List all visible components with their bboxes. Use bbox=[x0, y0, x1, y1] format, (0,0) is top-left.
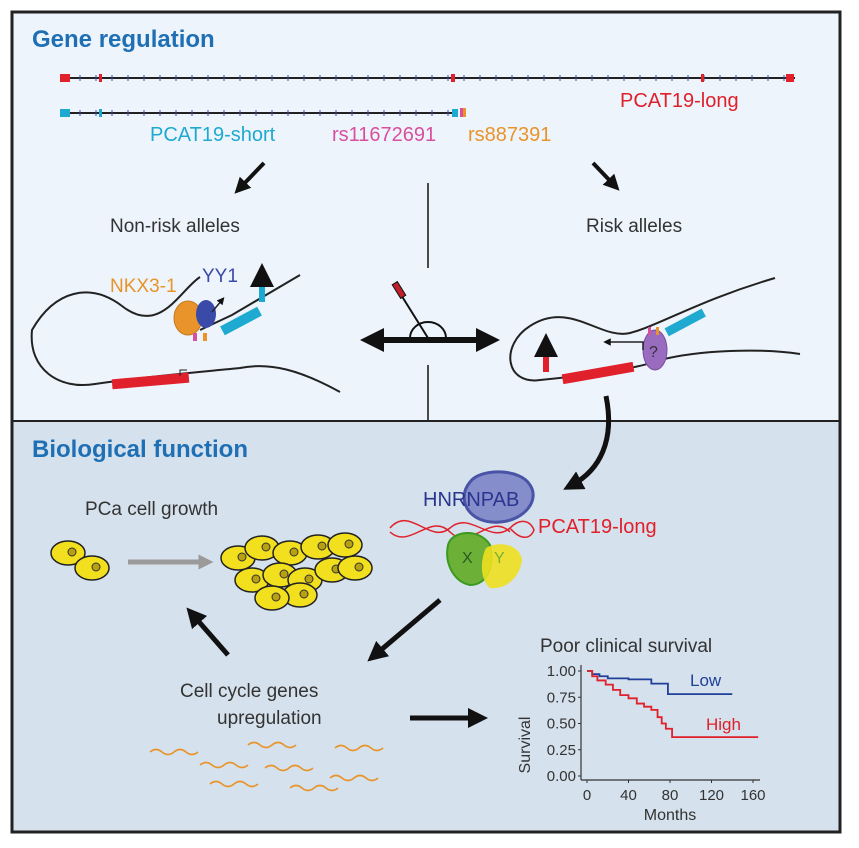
cell-icon bbox=[254, 585, 290, 611]
arrow-to-non-risk-icon bbox=[234, 161, 266, 194]
series-label-high: High bbox=[706, 715, 741, 734]
risk-chromatin-loop bbox=[509, 277, 801, 385]
pcat19-short-gene-icon bbox=[220, 306, 262, 336]
transcripts-icon bbox=[149, 741, 384, 792]
x-tick-label: 160 bbox=[740, 787, 765, 804]
non-risk-alleles-label: Non-risk alleles bbox=[110, 216, 240, 237]
cell-cycle-label-line2: upregulation bbox=[217, 708, 322, 729]
x-tick-label: 40 bbox=[620, 787, 637, 804]
cell-icon bbox=[337, 555, 373, 581]
pcat19-short-label: PCAT19-short bbox=[150, 124, 276, 146]
y-tick-label: 0.25 bbox=[547, 742, 576, 759]
y-tick-label: 0.75 bbox=[547, 689, 576, 706]
x-tick-label: 120 bbox=[699, 787, 724, 804]
protein-y-icon bbox=[481, 544, 522, 589]
pcat19-long-complex-label: PCAT19-long bbox=[538, 516, 657, 538]
outer-border bbox=[10, 10, 842, 834]
section-title-biological-function: Biological function bbox=[32, 436, 248, 463]
cell-cycle-label-line1: Cell cycle genes bbox=[180, 681, 318, 702]
cell-icon bbox=[74, 555, 110, 581]
pcat19-long-rna-icon bbox=[389, 520, 535, 539]
cell-icon bbox=[50, 540, 86, 566]
yy1-label: YY1 bbox=[202, 266, 238, 287]
y-label: Y bbox=[494, 550, 505, 567]
arrow-to-complex-icon bbox=[563, 395, 612, 490]
cell-icon bbox=[327, 532, 363, 558]
pcat19-long-gene-risk-icon bbox=[561, 361, 635, 385]
biological-function-panel bbox=[12, 421, 840, 832]
hnrnpab-label: HNRNPAB bbox=[423, 489, 519, 511]
x-tick-label: 80 bbox=[662, 787, 679, 804]
x-label: X bbox=[462, 550, 473, 567]
allele-switch-icon bbox=[360, 280, 500, 352]
snp-rs11672691-label: rs11672691 bbox=[332, 124, 436, 146]
survival-curve-high bbox=[587, 670, 759, 739]
y-tick-label: 0.00 bbox=[547, 768, 576, 785]
arrow-to-risk-icon bbox=[591, 161, 620, 191]
survival-curve-low bbox=[587, 670, 733, 695]
series-label-low: Low bbox=[690, 671, 722, 690]
cancer-cells bbox=[50, 532, 373, 611]
arrow-to-growth-icon bbox=[186, 607, 230, 657]
cell-icon bbox=[282, 582, 318, 608]
survival-chart: Poor clinical survival Survival Months 1… bbox=[517, 636, 766, 824]
y-tick-label: 1.00 bbox=[547, 663, 576, 680]
y-tick-label: 0.50 bbox=[547, 716, 576, 733]
chart-title: Poor clinical survival bbox=[540, 636, 712, 657]
x-tick-label: 0 bbox=[583, 787, 591, 804]
pcat19-short-track bbox=[60, 108, 466, 117]
pcat19-long-gene-icon bbox=[111, 372, 190, 390]
snp-rs887391-label: rs887391 bbox=[468, 124, 551, 146]
pcat19-long-label: PCAT19-long bbox=[620, 90, 739, 112]
cell-icon bbox=[244, 535, 280, 561]
pcat19-long-track bbox=[60, 74, 795, 82]
pca-cell-growth-label: PCa cell growth bbox=[85, 499, 218, 520]
section-title-gene-regulation: Gene regulation bbox=[32, 26, 215, 53]
yy1-protein-icon bbox=[196, 300, 216, 328]
x-axis-label: Months bbox=[644, 807, 696, 824]
non-risk-chromatin-loop bbox=[30, 263, 341, 393]
hnrnpab-complex bbox=[389, 470, 535, 589]
unknown-factor-label: ? bbox=[649, 344, 658, 361]
hnrnpab-protein-icon bbox=[462, 470, 535, 524]
nkx3-1-label: NKX3-1 bbox=[110, 276, 177, 297]
risk-alleles-label: Risk alleles bbox=[586, 216, 682, 237]
arrow-to-cell-cycle-icon bbox=[367, 598, 442, 662]
y-axis-label: Survival bbox=[517, 717, 534, 774]
